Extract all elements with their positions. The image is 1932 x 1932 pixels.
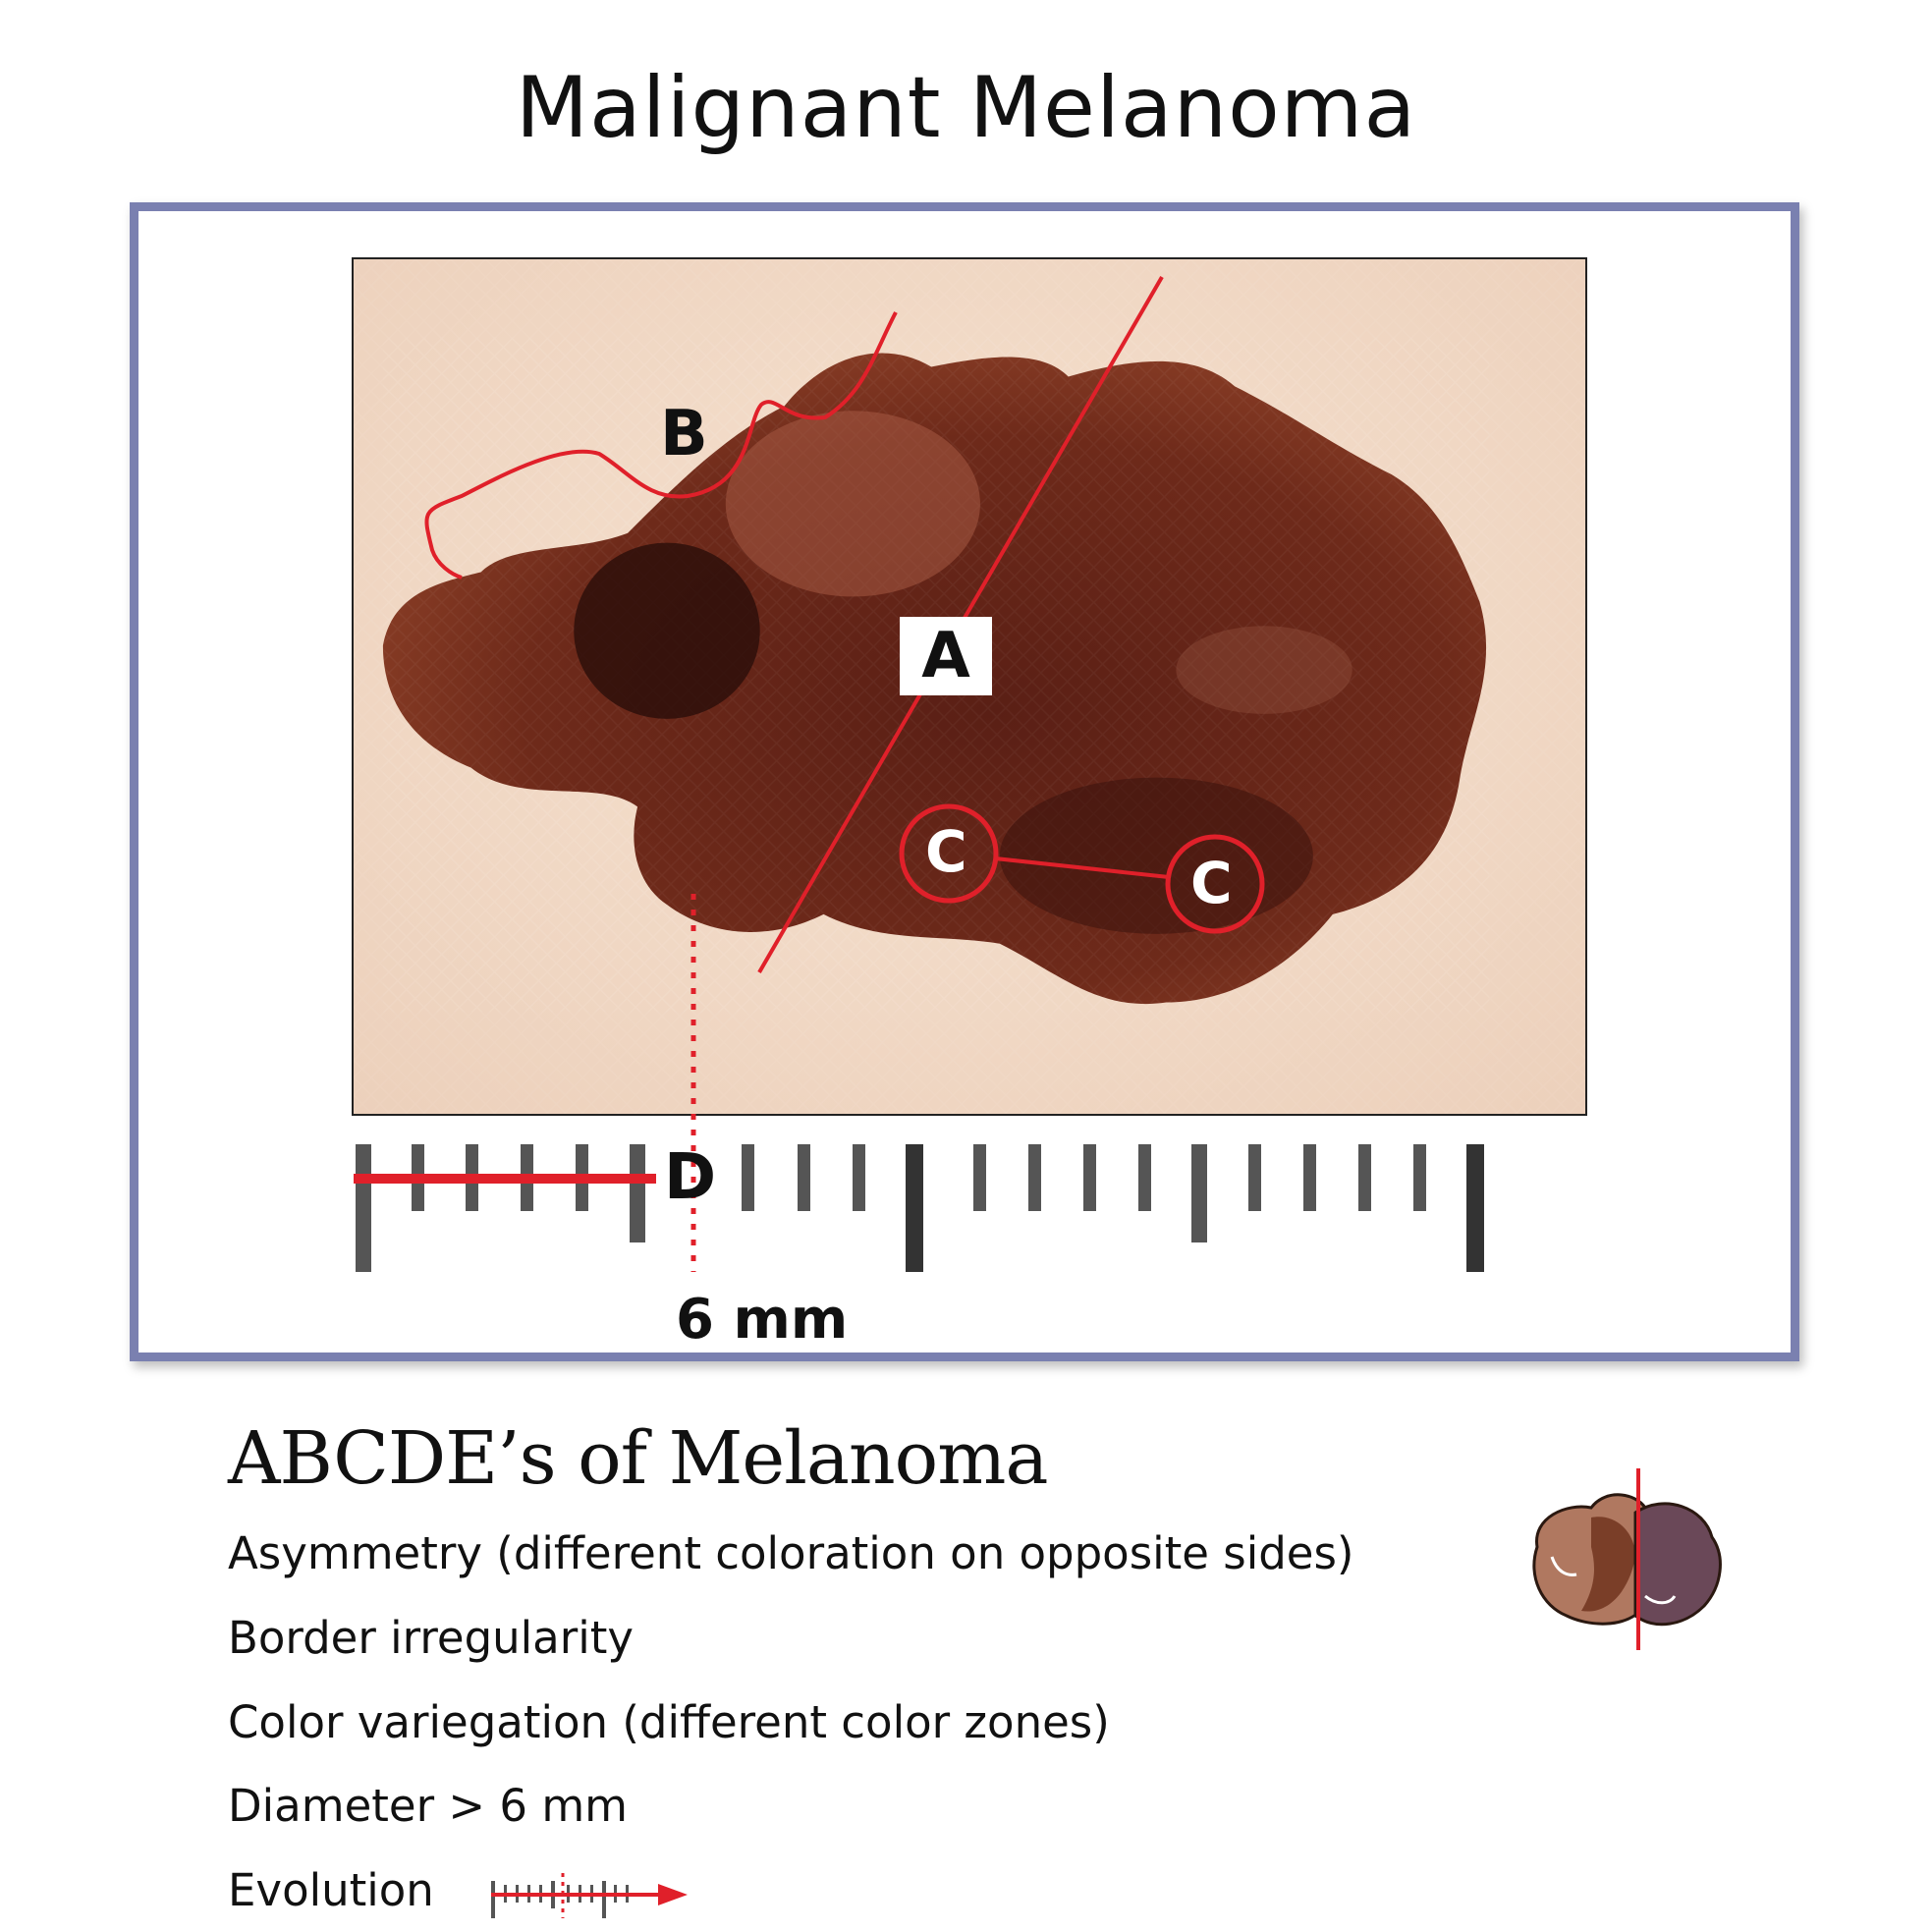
diameter-value: 6 mm <box>676 1288 849 1352</box>
page-title: Malignant Melanoma <box>515 59 1417 157</box>
light-zone <box>725 411 980 597</box>
item-asymmetry: Asymmetry (different coloration on oppos… <box>228 1527 1354 1579</box>
item-evolution: Evolution <box>228 1864 434 1916</box>
item-color: Color variegation (different color zones… <box>228 1696 1110 1748</box>
ruler-arrow-icon <box>491 1873 688 1918</box>
item-border: Border irregularity <box>228 1612 635 1664</box>
item-diameter: Diameter > 6 mm <box>228 1780 628 1832</box>
label-diameter: D <box>664 1141 717 1214</box>
abcde-heading: ABCDE’s of Melanoma <box>228 1416 1048 1501</box>
label-border: B <box>660 398 708 470</box>
dark-zone-left <box>574 542 760 719</box>
two-tone-mole-icon <box>1532 1468 1722 1650</box>
label-asymmetry: A <box>900 617 992 695</box>
label-color-1: C <box>925 818 967 885</box>
dark-zone-right <box>999 777 1313 934</box>
label-color-2: C <box>1190 850 1233 916</box>
